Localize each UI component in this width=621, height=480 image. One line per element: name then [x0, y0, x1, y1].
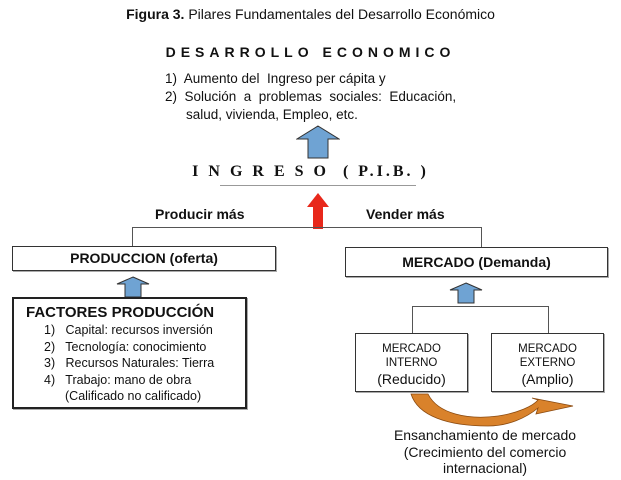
- connector: [412, 306, 549, 307]
- connector: [132, 227, 482, 228]
- figure-label: Figura 3.: [126, 6, 185, 22]
- desarrollo-item: 1) Aumento del Ingreso per cápita y: [165, 71, 386, 86]
- ensanchamiento-line: (Crecimiento del comercio: [403, 443, 567, 460]
- mercado-externo-box: MERCADO EXTERNO (Amplio): [491, 333, 604, 392]
- factor-item: 1) Capital: recursos inversión: [44, 323, 213, 337]
- blue-up-arrow-icon: [449, 282, 483, 304]
- connector: [548, 306, 549, 333]
- blue-up-arrow-icon: [296, 125, 340, 159]
- ingreso-underline: [220, 185, 416, 186]
- mercado-box: MERCADO (Demanda): [345, 247, 608, 277]
- externo-line: (Amplio): [521, 371, 574, 387]
- connector: [132, 227, 133, 247]
- factores-title: FACTORES PRODUCCIÓN: [26, 304, 215, 321]
- blue-up-arrow-icon: [116, 276, 150, 298]
- produccion-box: PRODUCCION (oferta): [12, 246, 276, 271]
- interno-line: INTERNO: [385, 357, 438, 369]
- figure-caption: Figura 3. Pilares Fundamentales del Desa…: [0, 6, 621, 22]
- factores-box: FACTORES PRODUCCIÓN 1) Capital: recursos …: [12, 297, 247, 409]
- ensanchamiento-text: Ensanchamiento de mercado(Crecimiento de…: [340, 427, 621, 477]
- factor-item: 2) Tecnología: conocimiento: [44, 339, 207, 354]
- orange-curved-arrow-icon: [410, 393, 574, 427]
- ensanchamiento-line: internacional): [442, 460, 528, 476]
- connector: [412, 306, 413, 333]
- externo-line: MERCADO: [518, 343, 577, 355]
- desarrollo-item: 2) Solución a problemas sociales: Educac…: [165, 89, 457, 104]
- factor-item: (Calificado no calificado): [65, 389, 202, 403]
- desarrollo-list: 1) Aumento del Ingreso per cápita y 2) So…: [165, 70, 456, 124]
- red-up-arrow-icon: [307, 193, 329, 229]
- ingreso-title: I N G R E S O ( P.I.B. ): [192, 163, 429, 180]
- connector: [481, 227, 482, 247]
- vender-label: Vender más: [366, 206, 445, 222]
- mercado-interno-box: MERCADO INTERNO (Reducido): [355, 333, 468, 392]
- desarrollo-item: salud, vivienda, Empleo, etc.: [186, 107, 358, 122]
- factor-item: 3) Recursos Naturales: Tierra: [44, 356, 215, 370]
- interno-line: MERCADO: [382, 343, 441, 355]
- desarrollo-title: DESARROLLO ECONOMICO: [165, 44, 456, 60]
- interno-line: (Reducido): [377, 371, 446, 387]
- producir-label: Producir más: [155, 206, 245, 222]
- factor-item: 4) Trabajo: mano de obra: [44, 372, 192, 387]
- ensanchamiento-line: Ensanchamiento de mercado: [393, 427, 577, 443]
- externo-line: EXTERNO: [519, 357, 576, 369]
- figure-title: Pilares Fundamentales del Desarrollo Eco…: [188, 6, 495, 22]
